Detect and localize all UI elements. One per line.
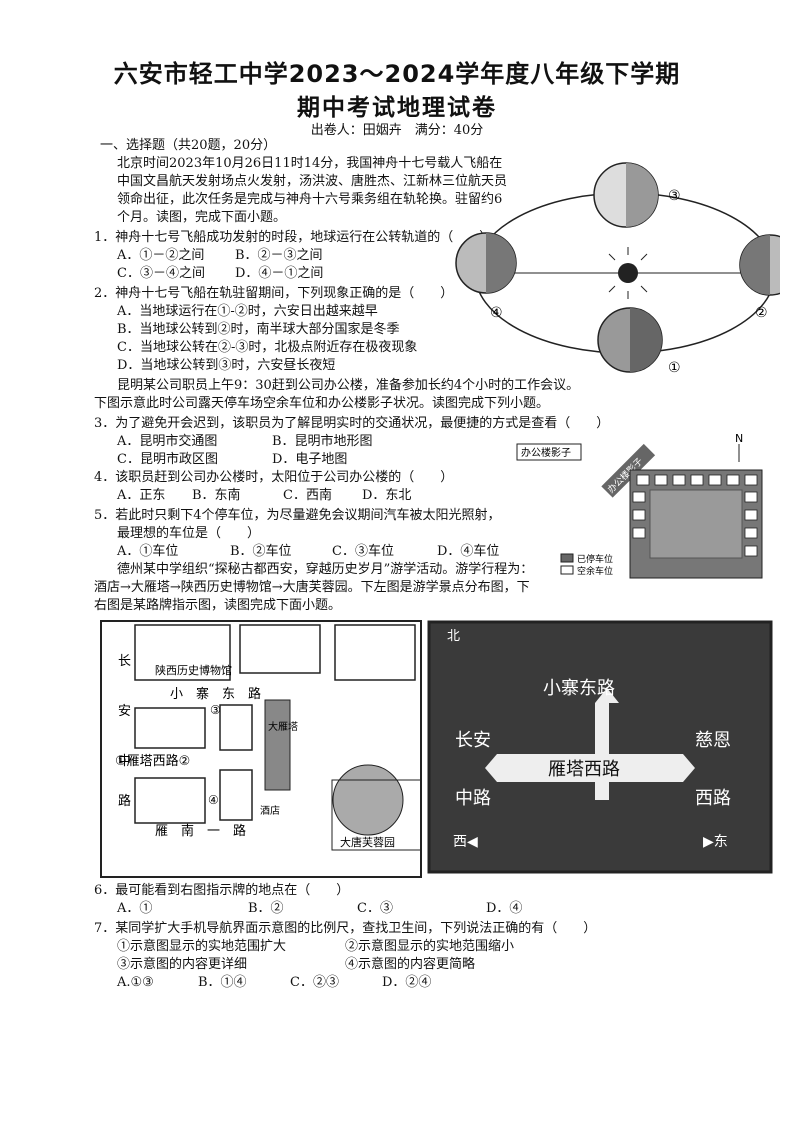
globe-bottom [597,307,663,373]
q3-option-b[interactable]: B．昆明市地形图 [272,434,373,449]
intro3-line: 右图是某路牌指示图，读图完成下面小题。 [94,598,342,613]
q5-stem: 5．若此时只剩下4个停车位，为尽量避免会议期间汽车被太阳光照射， [94,508,501,523]
q7-statement-3: ③示意图的内容更详细 [117,957,248,972]
intro2-line: 下图示意此时公司露天停车场空余车位和办公楼影子状况。读图完成下列小题。 [94,396,550,411]
legend-empty: 空余车位 [577,565,613,577]
sign-main-road: 雁塔西路 [548,759,620,780]
q6-option-a[interactable]: A．① [117,901,153,916]
intro3-line: 德州某中学组织“探秘古都西安，穿越历史岁月”游学活动。游学行程为： [117,562,534,577]
sign-left-top: 长安 [455,730,491,751]
road-yanta: ①雁塔西路② [115,753,190,769]
sign-top-road: 小寨东路 [543,678,615,699]
q4-option-c[interactable]: C．西南 [283,488,332,503]
q5-option-a[interactable]: A．①车位 [117,544,179,559]
globe-left [455,232,517,294]
q4-option-d[interactable]: D．东北 [362,488,412,503]
legend-parked: 已停车位 [577,553,613,565]
q2-option-a[interactable]: A．当地球运行在①-②时，六安日出越来越早 [117,304,378,319]
office-label: 办公楼影子 [521,446,571,459]
changan-char: 路 [118,793,131,809]
road-sign: 北 小寨东路 雁塔西路 长安 中路 慈恩 西路 西◀ ▶东 [425,618,775,876]
orbit-label-2: ② [755,305,768,321]
sign-left-bottom: 中路 [455,788,491,809]
intro2-line: 昆明某公司职员上午9：30赶到公司办公楼，准备参加长约4个小时的工作会议。 [117,378,580,393]
north-label: N [735,432,743,445]
q4-option-a[interactable]: A．正东 [117,488,166,503]
q6-option-d[interactable]: D．④ [486,901,523,916]
marker-3: ③ [210,703,221,717]
exam-title-line2: 期中考试地理试卷 [297,95,497,121]
q1-option-d[interactable]: D．④－①之间 [235,266,324,281]
q2-option-c[interactable]: C．当地球公转在②-③时，北极点附近存在极夜现象 [117,340,418,355]
q5-option-b[interactable]: B．②车位 [230,544,292,559]
intro1-line: 个月。读图，完成下面小题。 [117,210,287,225]
q7-stem: 7．某同学扩大手机导航界面示意图的比例尺，查找卫生间，下列说法正确的有（ ） [94,921,597,936]
q5-option-c[interactable]: C．③车位 [332,544,394,559]
garden-area [332,764,404,836]
orbit-label-3: ③ [668,188,681,204]
office-label-box [516,443,582,461]
q5-stem-2: 最理想的车位是（ ） [117,526,261,541]
orbit-label-1: ① [668,360,681,376]
q7-option-d[interactable]: D．②④ [382,975,432,990]
pagoda-label: 大雁塔 [268,720,298,733]
museum-label: 陕西历史博物馆 [155,663,232,677]
changan-char: 长 [118,654,131,669]
q4-option-b[interactable]: B．东南 [192,488,241,503]
changan-char: 安 [118,704,131,719]
q1-option-a[interactable]: A．①－②之间 [117,248,205,263]
parking-lot-diagram: 办公楼影子 办公楼影子 N 已停车位 空余车位 [516,432,763,579]
q5-option-d[interactable]: D．④车位 [437,544,500,559]
q4-stem: 4．该职员赶到公司办公楼时，太阳位于公司办公楼的（ ） [94,470,454,485]
exam-meta: 出卷人：田姻卉 满分：40分 [310,123,484,138]
road-yannan: 雁 南 一 路 [155,823,246,839]
pagoda-area [264,699,291,791]
sign-right-top: 慈恩 [695,730,731,751]
sign-north: 北 [447,629,460,644]
orbit-label-4: ④ [490,305,503,321]
q3-stem: 3．为了避免开会迟到，该职员为了解昆明实时的交通状况，最便捷的方式是查看（ ） [94,416,610,431]
q1-option-c[interactable]: C．③－④之间 [117,266,205,281]
garden-label: 大唐芙蓉园 [340,835,395,849]
q2-option-d[interactable]: D．当地球公转到③时，六安昼长夜短 [117,358,336,373]
q3-option-a[interactable]: A．昆明市交通图 [117,434,218,449]
section-heading: 一、选择题（共20题，20分） [100,138,277,153]
q3-option-c[interactable]: C．昆明市政区图 [117,452,218,467]
q7-option-b[interactable]: B．①④ [198,975,247,990]
q2-option-b[interactable]: B．当地球公转到②时，南半球大部分国家是冬季 [117,322,400,337]
q7-statement-4: ④示意图的内容更简略 [345,957,476,972]
q6-option-c[interactable]: C．③ [357,901,393,916]
marker-4: ④ [208,793,219,807]
q7-option-c[interactable]: C．②③ [290,975,339,990]
globe-right [739,234,780,296]
globe-top [593,162,659,228]
changan-char: 中 [118,754,131,769]
sign-west: 西◀ [453,834,478,850]
hotel-label: 酒店 [260,804,280,817]
q7-statement-1: ①示意图显示的实地范围扩大 [117,939,287,954]
q3-option-d[interactable]: D．电子地图 [272,452,348,467]
xian-attractions-map: 陕西历史博物馆 小 寨 东 路 ①雁塔西路② 长 安 中 路 雁 南 一 路 大… [100,620,422,878]
q1-option-b[interactable]: B．②－③之间 [235,248,323,263]
intro1-line: 中国文昌航天发射场点火发射，汤洪波、唐胜杰、江新林三位航天员 [117,174,508,189]
q1-stem: 1．神舟十七号飞船成功发射的时段，地球运行在公转轨道的（ ） [94,230,493,245]
q7-option-a[interactable]: A.①③ [117,975,154,990]
exam-title-line1: 六安市轻工中学2023～2024学年度八年级下学期 [113,60,681,88]
q2-stem: 2．神舟十七号飞船在轨驻留期间，下列现象正确的是（ ） [94,286,454,301]
intro1-line: 领命出征，此次任务是完成与神舟十六号乘务组在轨轮换。驻留约6 [117,192,503,207]
q6-option-b[interactable]: B．② [248,901,284,916]
intro1-line: 北京时间2023年10月26日11时14分，我国神舟十七号载人飞船在 [117,156,503,171]
q7-statement-2: ②示意图显示的实地范围缩小 [345,939,515,954]
sign-right-bottom: 西路 [695,788,731,809]
road-xiaozhai: 小 寨 东 路 [170,686,261,702]
earth-orbit-diagram: ③ ② ① ④ [455,162,780,376]
q6-stem: 6．最可能看到右图指示牌的地点在（ ） [94,883,350,898]
intro3-line: 酒店→大雁塔→陕西历史博物馆→大唐芙蓉园。下左图是游学景点分布图，下 [94,580,530,595]
sign-east: ▶东 [703,834,728,850]
